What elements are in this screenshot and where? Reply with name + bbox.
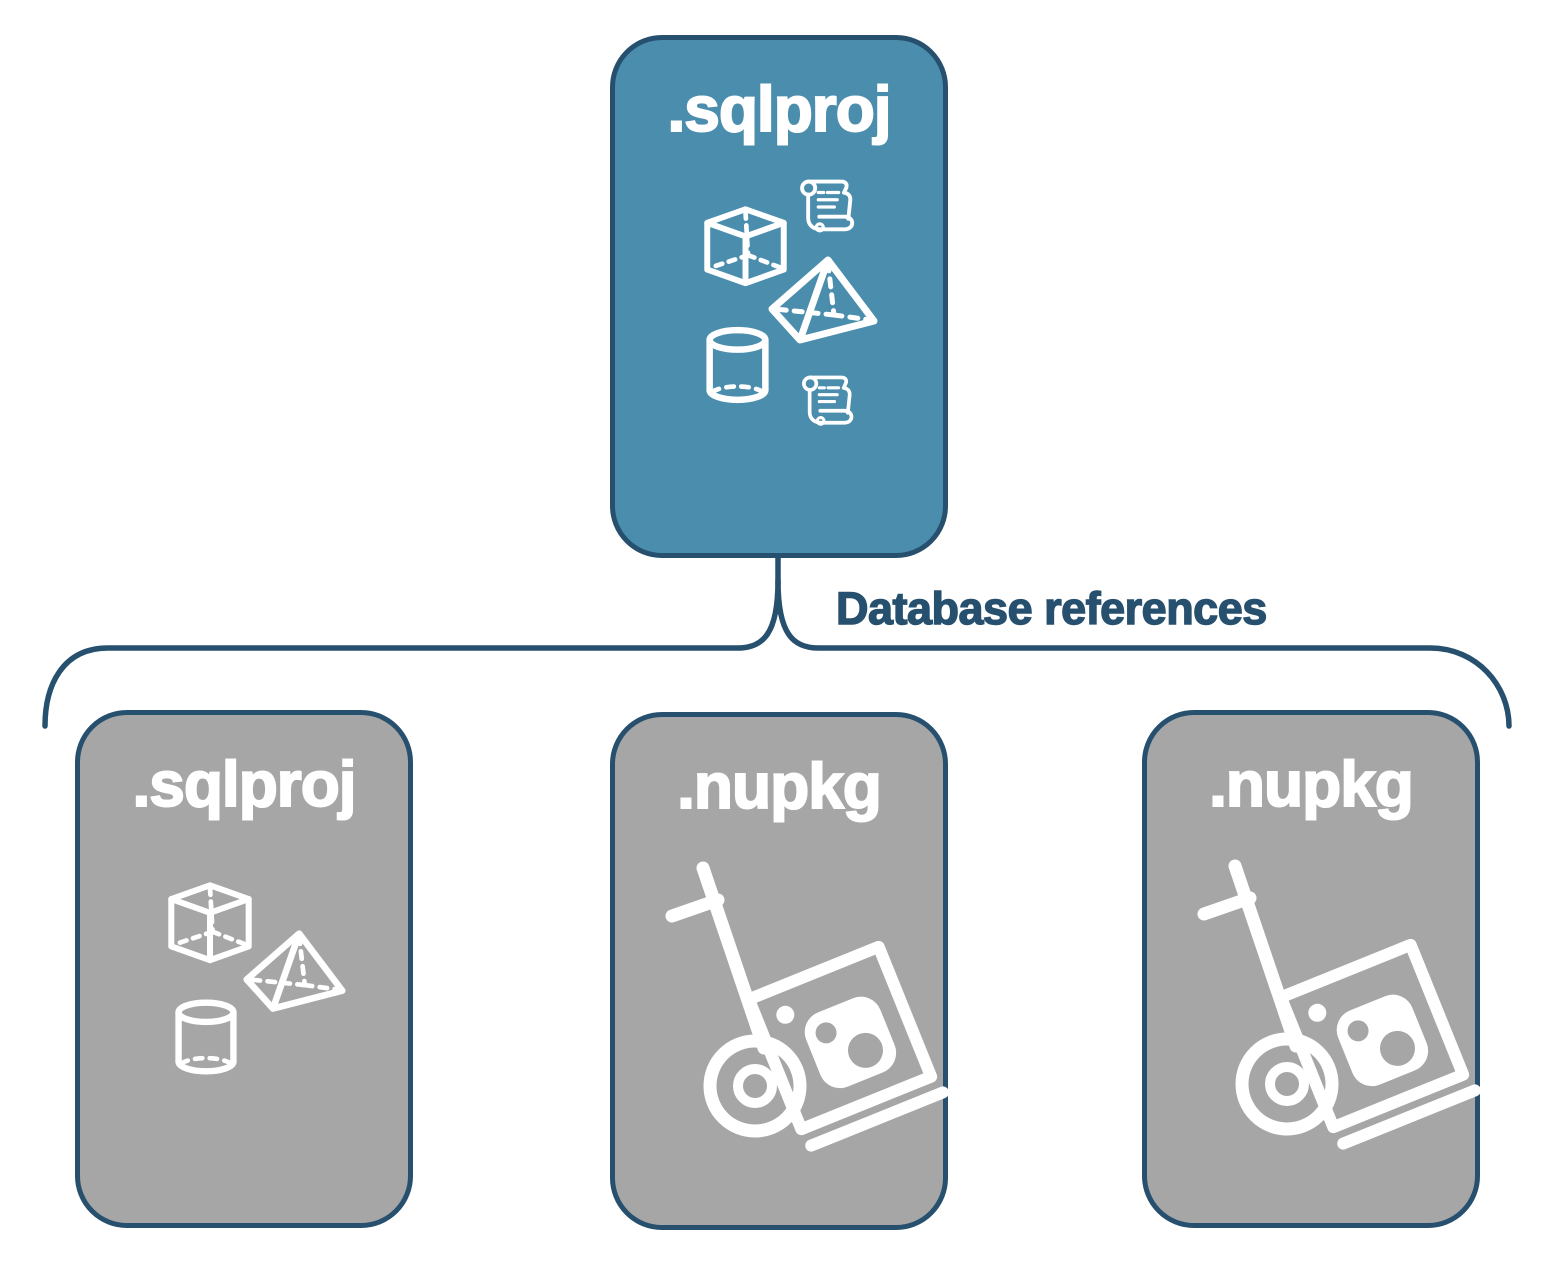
child-card-title: .nupkg xyxy=(1208,748,1415,820)
child-card-title: .nupkg xyxy=(676,750,883,822)
database-cylinder-icon xyxy=(174,997,238,1077)
nuget-hand-truck-icon xyxy=(665,813,955,1152)
child-card-title: .sqlproj xyxy=(131,748,357,820)
cube-icon xyxy=(703,205,788,290)
root-card-sqlproj: .sqlproj xyxy=(610,35,948,558)
sql-script-icon xyxy=(800,374,857,431)
child-card-nupkg-1: .nupkg xyxy=(610,712,949,1230)
pyramid-icon xyxy=(243,927,346,1017)
nuget-hand-truck-icon xyxy=(1197,811,1487,1150)
pyramid-icon xyxy=(768,255,878,347)
connector-label: Database references xyxy=(835,583,1268,634)
cube-icon xyxy=(167,881,253,967)
sql-script-icon xyxy=(798,178,858,238)
child-card-sqlproj: .sqlproj xyxy=(75,710,413,1228)
root-card-title: .sqlproj xyxy=(666,73,892,145)
child-card-nupkg-2: .nupkg xyxy=(1142,710,1481,1228)
database-cylinder-icon xyxy=(705,326,770,404)
